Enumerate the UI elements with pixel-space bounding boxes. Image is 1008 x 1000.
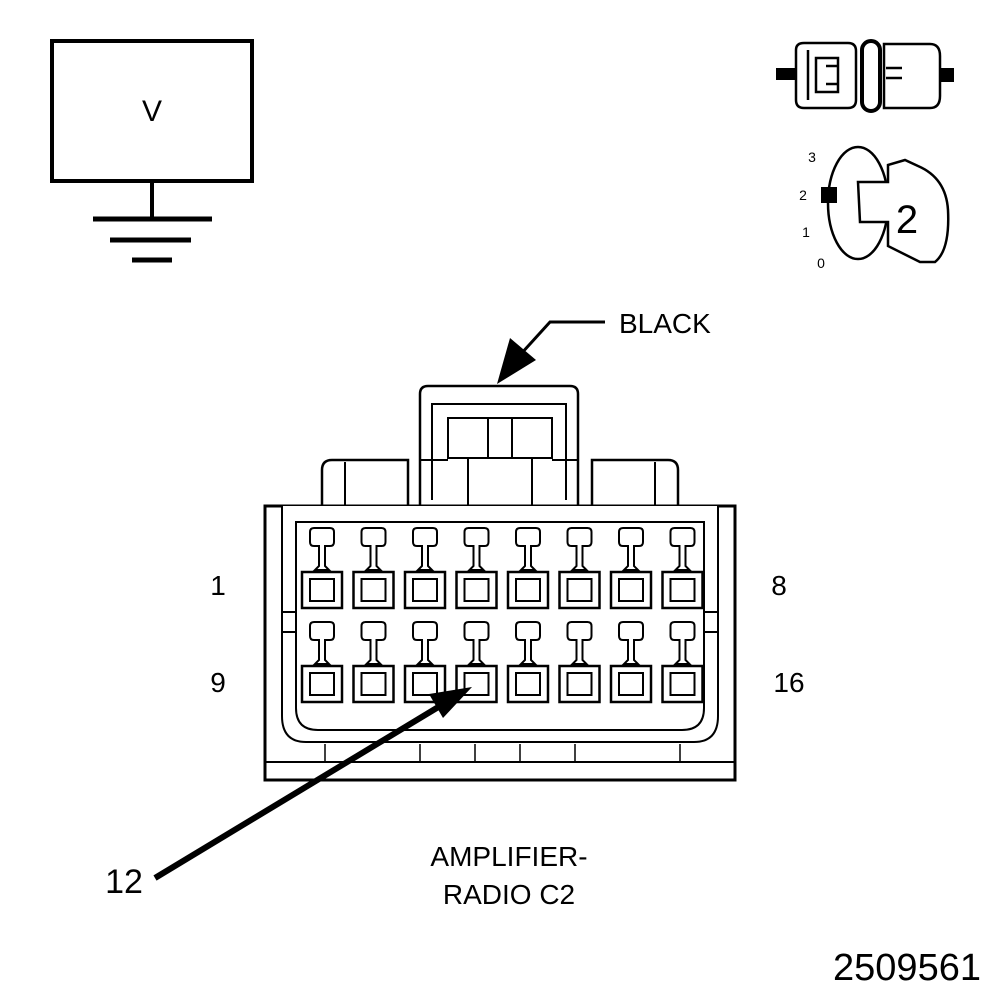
pin-label-16: 16 — [773, 667, 804, 698]
connector-disconnect-icon — [776, 39, 954, 113]
voltmeter-ground-icon — [50, 39, 254, 263]
pointer-pin-number: 12 — [105, 863, 143, 901]
pin-cavity-10 — [352, 621, 395, 704]
ignition-selected-position: 2 — [896, 198, 918, 242]
connector-name-line1: AMPLIFIER- — [430, 841, 587, 872]
pin-cavity-1 — [300, 527, 344, 610]
pin-cavity-7 — [609, 527, 653, 610]
pin-cavity-16 — [661, 621, 704, 704]
connector-pins — [300, 527, 704, 704]
ignition-key-icon — [821, 145, 950, 264]
pin-cavity-5 — [506, 527, 550, 610]
pin-cavity-3 — [403, 527, 447, 610]
meter-symbol: V — [142, 95, 162, 128]
pin-cavity-14 — [558, 621, 601, 704]
ignition-position-2: 2 — [799, 187, 807, 203]
pin-cavity-2 — [352, 527, 395, 610]
pin-cavity-4 — [455, 527, 498, 610]
pin-pointer-arrow — [153, 687, 472, 881]
connector-color-label: BLACK — [619, 308, 711, 339]
pin-label-8: 8 — [771, 570, 787, 601]
pin-cavity-13 — [506, 621, 550, 704]
ignition-position-0: 0 — [817, 255, 825, 271]
pin-label-1: 1 — [210, 570, 226, 601]
pin-cavity-6 — [558, 527, 601, 610]
pin-label-9: 9 — [210, 667, 226, 698]
pin-cavity-9 — [300, 621, 344, 704]
pin-cavity-8 — [661, 527, 704, 610]
figure-id: 2509561 — [833, 947, 981, 989]
ignition-position-1: 1 — [802, 224, 810, 240]
pin-cavity-11 — [403, 621, 447, 704]
ignition-position-3: 3 — [808, 149, 816, 165]
connector-name-line2: RADIO C2 — [443, 879, 575, 910]
pin-cavity-15 — [609, 621, 653, 704]
color-arrow — [497, 320, 605, 384]
